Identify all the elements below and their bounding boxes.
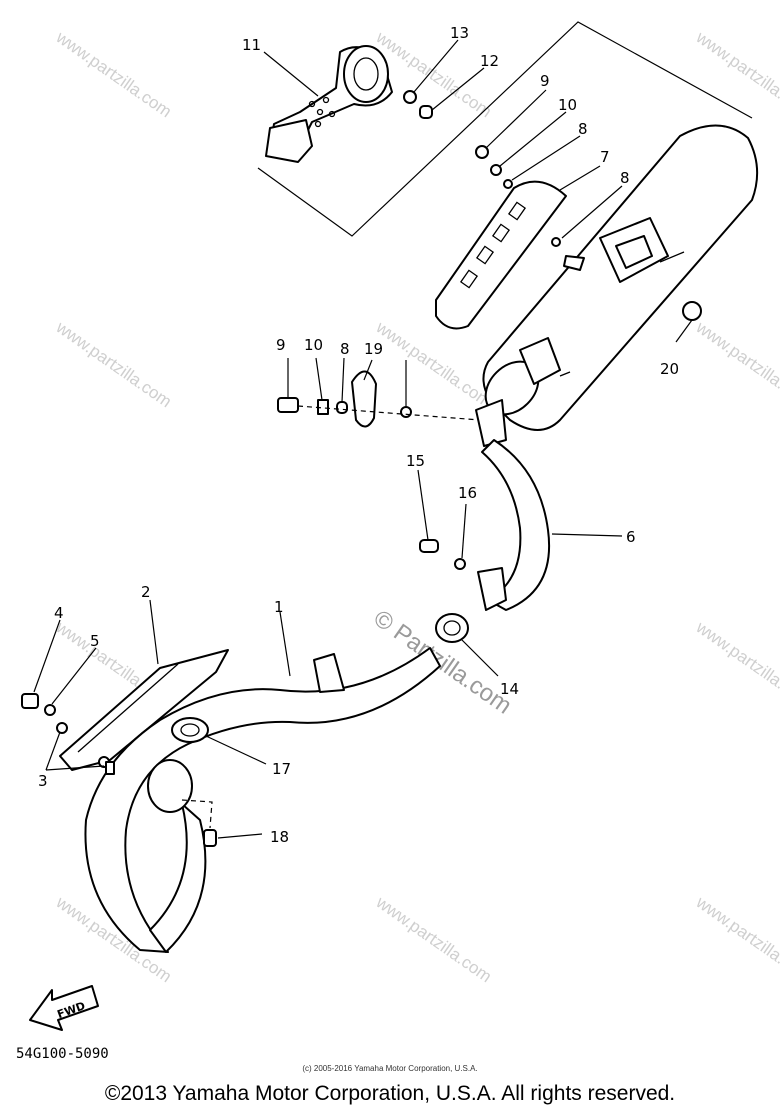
- callout-13: 13: [450, 24, 469, 42]
- assembly-boundary: [257, 21, 753, 237]
- washer-16: [454, 558, 466, 570]
- watermark: www.partzilla.com: [692, 27, 780, 121]
- callout-8: 8: [578, 120, 588, 138]
- bolt-12: [419, 105, 433, 119]
- bolt-18: [203, 829, 217, 847]
- washer-8: [503, 179, 513, 189]
- callout-18: 18: [270, 828, 289, 846]
- callout-10: 10: [304, 336, 323, 354]
- callout-16: 16: [458, 484, 477, 502]
- callout-14: 14: [500, 680, 519, 698]
- fine-print: (c) 2005-2016 Yamaha Motor Corporation, …: [302, 1064, 478, 1073]
- bolt-15: [419, 539, 439, 553]
- watermark: www.partzilla.com: [692, 317, 780, 411]
- watermark: www.partzilla.com: [692, 617, 780, 711]
- gasket-17: [171, 717, 209, 743]
- callout-10: 10: [558, 96, 577, 114]
- callout-12: 12: [480, 52, 499, 70]
- callout-3: 3: [38, 772, 48, 790]
- leader-lines: [33, 39, 693, 839]
- spark-arrester: [265, 45, 393, 163]
- muffler-pipe: [477, 439, 550, 611]
- watermark: www.partzilla.com: [692, 892, 780, 986]
- callouts: 1 2 3 4 5 6 7 8 8 8 9 9 10 10 11 12 13 1…: [38, 24, 679, 846]
- callout-11: 11: [242, 36, 261, 54]
- nut-20: [682, 301, 702, 321]
- washer-8: [551, 237, 561, 247]
- callout-8: 8: [340, 340, 350, 358]
- muffler: [482, 124, 759, 431]
- callout-15: 15: [406, 452, 425, 470]
- callout-9: 9: [540, 72, 550, 90]
- washer-5: [44, 704, 56, 716]
- gasket-14: [435, 613, 469, 643]
- bracket-assembly: [277, 370, 507, 447]
- callout-7: 7: [600, 148, 610, 166]
- callout-8: 8: [620, 169, 630, 187]
- clip: [563, 255, 585, 271]
- callout-20: 20: [660, 360, 679, 378]
- watermark: www.partzilla.com: [52, 27, 175, 121]
- bolt-9: [475, 145, 489, 159]
- callout-5: 5: [90, 632, 100, 650]
- bolt-4: [21, 693, 39, 709]
- diagram-code: 54G100-5090: [16, 1046, 109, 1062]
- watermark: www.partzilla.com: [52, 317, 175, 411]
- callout-19: 19: [364, 340, 383, 358]
- washer-10: [490, 164, 502, 176]
- copyright-text: ©2013 Yamaha Motor Corporation, U.S.A. A…: [104, 1082, 676, 1105]
- callout-17: 17: [272, 760, 291, 778]
- collar-3: [56, 722, 68, 734]
- watermark: www.partzilla.com: [372, 317, 495, 411]
- callout-2: 2: [141, 583, 151, 601]
- callout-4: 4: [54, 604, 64, 622]
- heat-shield: [435, 180, 567, 330]
- callout-1: 1: [274, 598, 284, 616]
- callout-9: 9: [276, 336, 286, 354]
- washer-13: [403, 90, 417, 104]
- leader-18: [181, 799, 213, 829]
- callout-6: 6: [626, 528, 636, 546]
- watermark: www.partzilla.com: [372, 892, 495, 986]
- fwd-arrow: FWD: [29, 985, 99, 1031]
